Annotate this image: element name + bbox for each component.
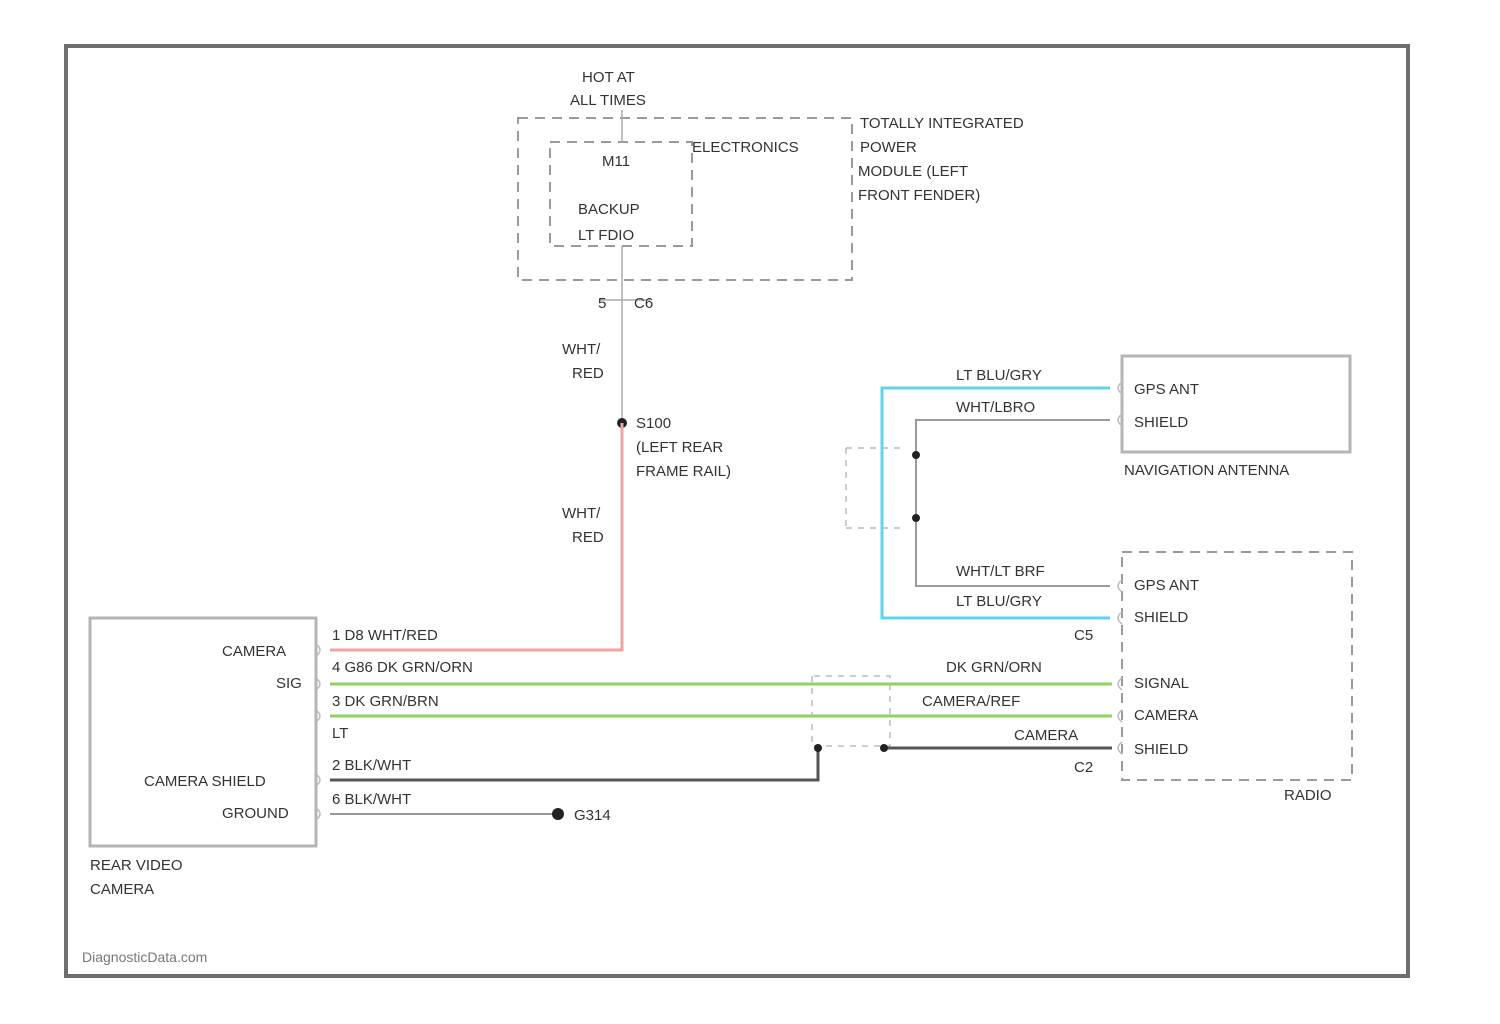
- hot-at-label-1: HOT AT: [582, 69, 635, 86]
- pin-label: 5: [598, 295, 606, 312]
- radio-label: RADIO: [1284, 787, 1332, 804]
- camera-ref-label: CAMERA/REF: [922, 693, 1020, 710]
- dk-grn-orn-label: DK GRN/ORN: [946, 659, 1042, 676]
- watermark: DiagnosticData.com: [82, 949, 207, 965]
- connector-c6-label: C6: [634, 295, 653, 312]
- camera-shield-right-label: CAMERA: [1014, 727, 1078, 744]
- nav-shield-label: SHIELD: [1134, 414, 1188, 431]
- radio-wire-label-1: WHT/LT BRF: [956, 563, 1045, 580]
- camera-wire-label-6: 6 BLK/WHT: [332, 791, 411, 808]
- fuse-id-label: M11: [602, 153, 630, 170]
- radio-gps-ant-label: GPS ANT: [1134, 577, 1199, 594]
- tipm-label-3: MODULE (LEFT: [858, 163, 968, 180]
- tipm-label-2: POWER: [860, 139, 917, 156]
- wht-red-mid-label-2: RED: [572, 529, 604, 546]
- radio-shield-label-2: SHIELD: [1134, 741, 1188, 758]
- navigation-antenna-box: [1122, 356, 1350, 452]
- camera-wire-label-2: 4 G86 DK GRN/ORN: [332, 659, 473, 676]
- navigation-antenna-label: NAVIGATION ANTENNA: [1124, 462, 1289, 479]
- splice-loc-label-1: (LEFT REAR: [636, 439, 723, 456]
- camera-wire-label-4: LT: [332, 725, 348, 742]
- antenna-cable-inner: [916, 420, 1110, 586]
- nav-wire-label-2: WHT/LBRO: [956, 399, 1035, 416]
- antenna-inline-connector-1: [912, 451, 920, 459]
- camera-wire-label-1: 1 D8 WHT/RED: [332, 627, 438, 644]
- rear-video-camera-label-2: CAMERA: [90, 881, 154, 898]
- radio-c5-label: C5: [1074, 627, 1093, 644]
- shield-junction-right: [880, 744, 888, 752]
- tipm-label-4: FRONT FENDER): [858, 187, 980, 204]
- fuse-rating-label: LT FDIO: [578, 227, 634, 244]
- hot-at-label-2: ALL TIMES: [570, 92, 646, 109]
- fuse-name-label: BACKUP: [578, 201, 640, 218]
- radio-shield-label-1: SHIELD: [1134, 609, 1188, 626]
- radio-camera-label: CAMERA: [1134, 707, 1198, 724]
- camera-wire-label-5: 2 BLK/WHT: [332, 757, 411, 774]
- shield-junction-left: [814, 744, 822, 752]
- inline-connector-box: [812, 676, 890, 746]
- radio-c2-label: C2: [1074, 759, 1093, 776]
- camera-pin-shield-label: CAMERA SHIELD: [144, 773, 266, 790]
- ground-id-label: G314: [574, 807, 611, 824]
- diagram-frame: [66, 46, 1408, 976]
- ground-point: [552, 808, 564, 820]
- wht-red-top-label-2: RED: [572, 365, 604, 382]
- wht-red-mid-label-1: WHT/: [562, 505, 601, 522]
- nav-gps-ant-label: GPS ANT: [1134, 381, 1199, 398]
- electronics-label: ELECTRONICS: [692, 139, 799, 156]
- wht-red-top-label-1: WHT/: [562, 341, 601, 358]
- rear-video-camera-label-1: REAR VIDEO: [90, 857, 183, 874]
- camera-wire-label-3: 3 DK GRN/BRN: [332, 693, 439, 710]
- radio-wire-label-2: LT BLU/GRY: [956, 593, 1042, 610]
- splice-id-label: S100: [636, 415, 671, 432]
- tipm-label-1: TOTALLY INTEGRATED: [860, 115, 1024, 132]
- antenna-inline-connector-2: [912, 514, 920, 522]
- nav-wire-label-1: LT BLU/GRY: [956, 367, 1042, 384]
- camera-pin-camera-label: CAMERA: [222, 643, 286, 660]
- camera-pin-sig-label: SIG: [276, 675, 302, 692]
- radio-signal-label: SIGNAL: [1134, 675, 1189, 692]
- camera-pin-ground-label: GROUND: [222, 805, 289, 822]
- splice-loc-label-2: FRAME RAIL): [636, 463, 731, 480]
